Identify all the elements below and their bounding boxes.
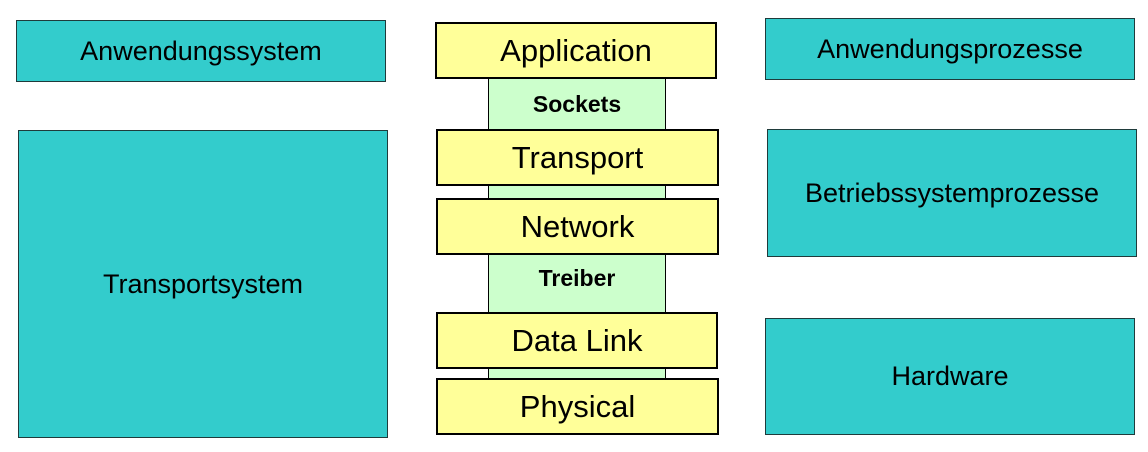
transportsystem-label: Transportsystem [102, 268, 304, 299]
betriebssystemprozesse-label: Betriebssystemprozesse [804, 177, 1100, 208]
layer-physical-label: Physical [519, 388, 636, 424]
treiber-interface: Treiber [488, 252, 666, 316]
layer-data-link: Data Link [436, 312, 718, 369]
anwendungssystem-label: Anwendungssystem [80, 35, 322, 66]
anwendungsprozesse-label: Anwendungsprozesse [817, 33, 1083, 64]
hardware-box: Hardware [765, 318, 1135, 435]
layer-application-label: Application [500, 32, 652, 68]
sockets-label: Sockets [532, 91, 622, 117]
hardware-label: Hardware [891, 361, 1009, 391]
layer-data-link-label: Data Link [511, 322, 643, 358]
anwendungsprozesse-box: Anwendungsprozesse [765, 18, 1135, 80]
layer-transport: Transport [436, 129, 719, 186]
anwendungssystem-box: Anwendungssystem [16, 20, 386, 82]
layer-application: Application [435, 22, 717, 79]
layer-physical: Physical [436, 378, 719, 435]
sockets-interface: Sockets [488, 78, 666, 134]
treiber-label: Treiber [538, 265, 616, 291]
layer-network-label: Network [520, 208, 635, 244]
betriebssystemprozesse-box: Betriebssystemprozesse [767, 129, 1137, 257]
layer-transport-label: Transport [511, 139, 644, 175]
transportsystem-box: Transportsystem [18, 130, 388, 438]
layer-network: Network [436, 198, 719, 255]
